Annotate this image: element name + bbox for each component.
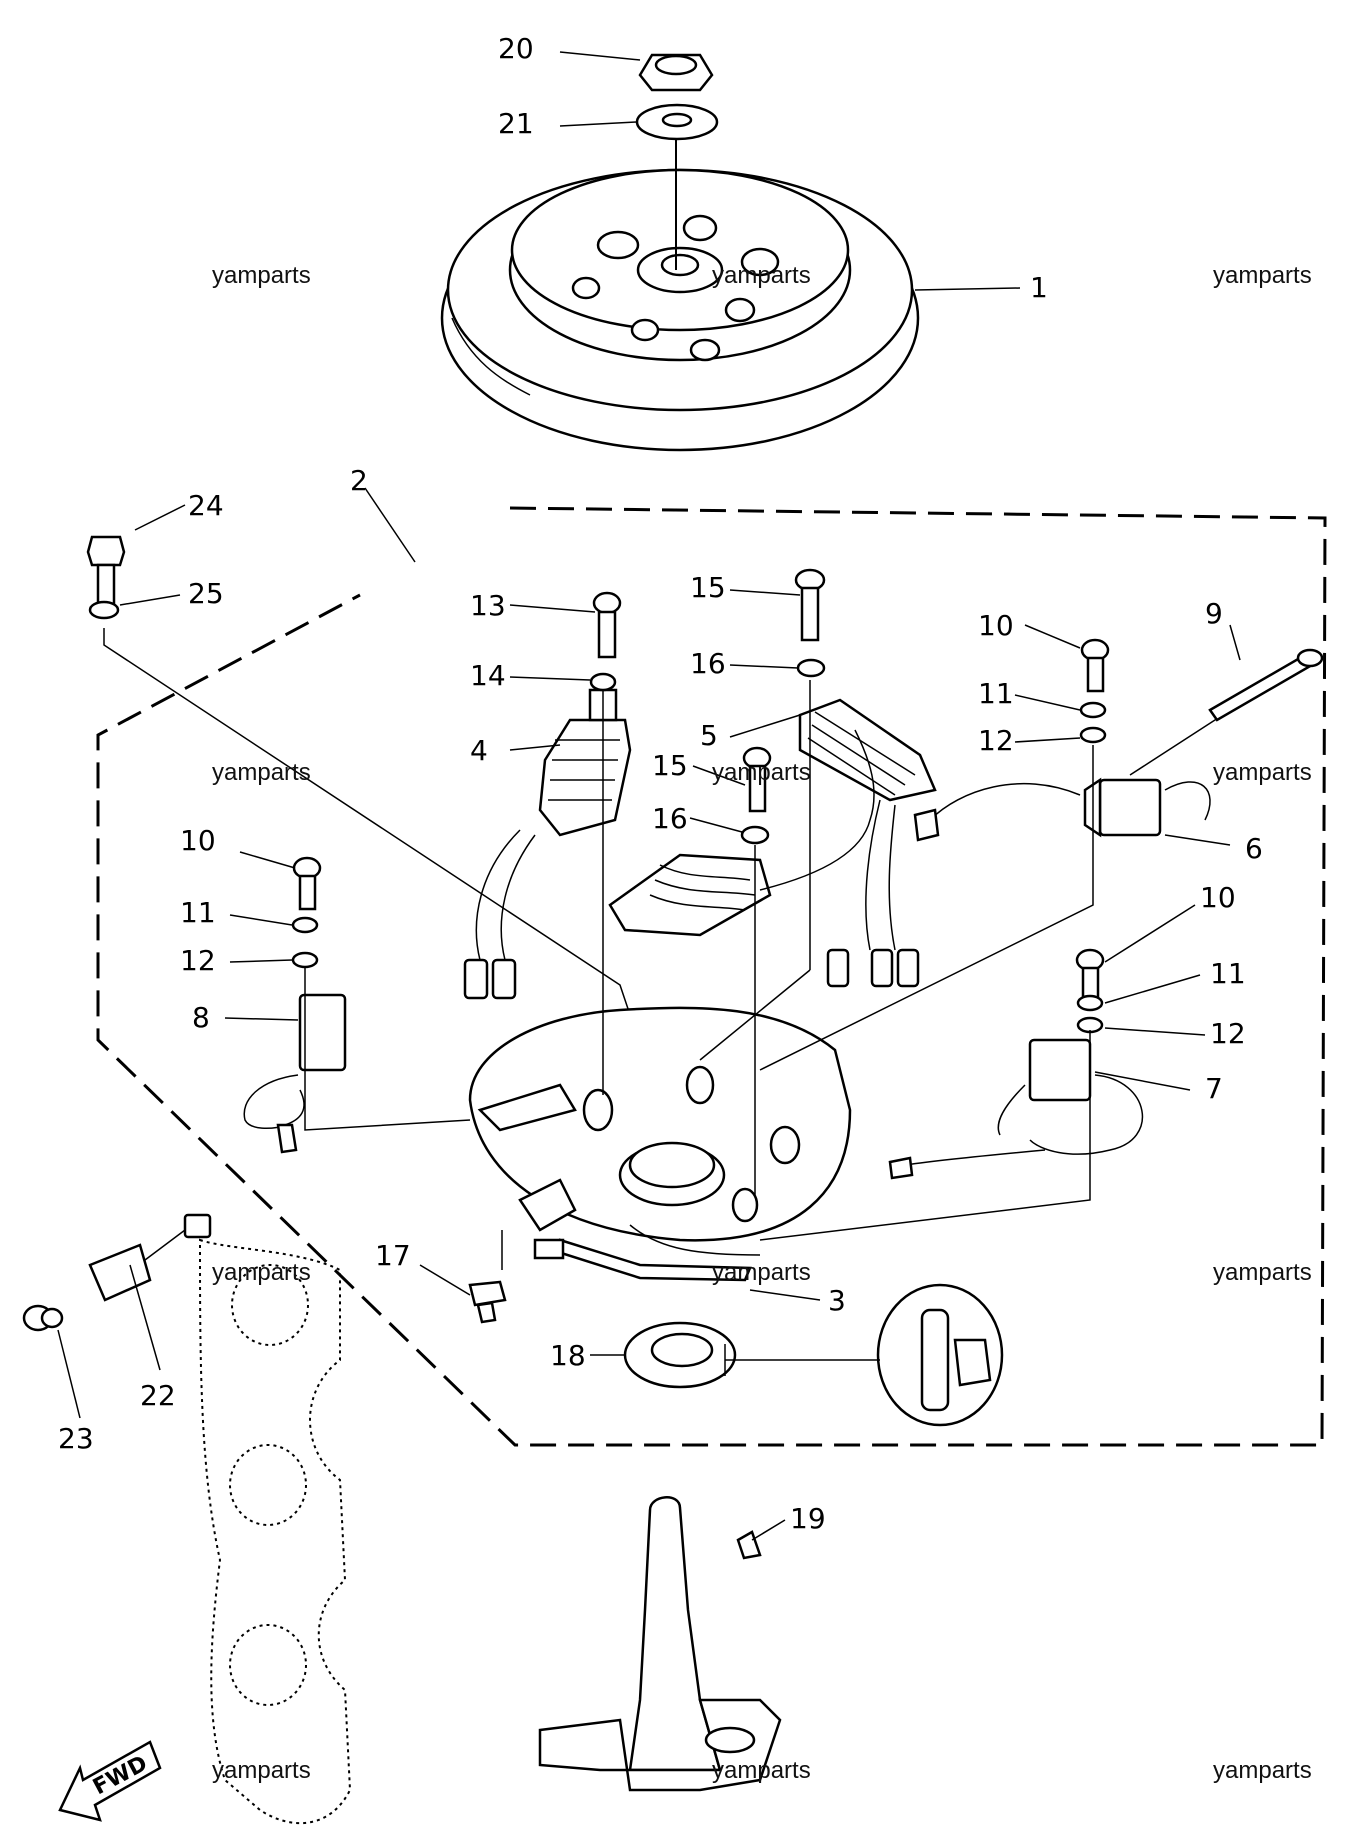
- lighting-coil: [608, 729, 875, 937]
- manifold: [198, 1238, 352, 1824]
- washer-11-right-top: [1079, 701, 1107, 719]
- callout-23: 23: [58, 1422, 94, 1455]
- watermark-6: yamparts: [1213, 759, 1312, 786]
- callout-15-mid: 15: [652, 749, 688, 782]
- watermark-8: yamparts: [712, 1259, 811, 1286]
- charge-coil-4: [463, 688, 632, 1000]
- callout-9: 9: [1205, 597, 1223, 630]
- leader-lines: [57, 51, 1241, 1541]
- callout-12-right-bottom: 12: [1210, 1017, 1246, 1050]
- washer-12-right-bottom: [1076, 1016, 1104, 1034]
- flywheel-nut: [638, 53, 714, 92]
- stator-base-plate: [468, 1006, 852, 1282]
- washer-16-mid: [740, 825, 770, 845]
- crankshaft: [538, 1496, 782, 1792]
- screw-15-top: [794, 568, 826, 642]
- callout-13: 13: [470, 589, 506, 622]
- pulser-coil-5: [798, 698, 937, 988]
- coil-8: [243, 993, 347, 1154]
- oil-seal-18: [623, 1321, 737, 1389]
- watermark-12: yamparts: [1213, 1757, 1312, 1784]
- watermark-5: yamparts: [712, 759, 811, 786]
- callout-5: 5: [700, 719, 718, 752]
- callout-12-right-top: 12: [978, 724, 1014, 757]
- fwd-arrow: FWD: [58, 1740, 162, 1822]
- callout-11-right-bottom: 11: [1210, 957, 1246, 990]
- callout-19: 19: [790, 1502, 826, 1535]
- callout-3: 3: [828, 1284, 846, 1317]
- callout-24: 24: [188, 489, 224, 522]
- callout-16-top: 16: [690, 647, 726, 680]
- detail-circle: [724, 1283, 1004, 1427]
- watermark-10: yamparts: [212, 1757, 311, 1784]
- callout-18: 18: [550, 1339, 586, 1372]
- watermark-11: yamparts: [712, 1757, 811, 1784]
- watermark-7: yamparts: [212, 1259, 311, 1286]
- callout-7: 7: [1205, 1072, 1223, 1105]
- callout-12-left: 12: [180, 944, 216, 977]
- screw-10-left: [292, 856, 322, 911]
- watermark-1: yamparts: [212, 262, 311, 289]
- screw-10-right-top: [1080, 638, 1110, 693]
- callout-14: 14: [470, 659, 506, 692]
- flywheel-washer: [635, 103, 719, 141]
- callout-labels: 20 21 1 2 24 25 13 14 4 15 16 5 15 16 10…: [58, 32, 1263, 1535]
- callout-10-right-top: 10: [978, 609, 1014, 642]
- screw-10-right-bottom: [1075, 948, 1105, 1003]
- clamp-22: [88, 1213, 212, 1302]
- callout-16-mid: 16: [652, 802, 688, 835]
- washer-12-left: [291, 951, 319, 969]
- washer-11-left: [291, 916, 319, 934]
- callout-4: 4: [470, 734, 488, 767]
- callout-1: 1: [1030, 271, 1048, 304]
- high-tension-lead-9: [1208, 648, 1324, 722]
- callout-11-left: 11: [180, 896, 216, 929]
- pin-17: [468, 1280, 507, 1324]
- callout-11-right-top: 11: [978, 677, 1014, 710]
- callout-10-left: 10: [180, 824, 216, 857]
- screw-13: [592, 591, 622, 659]
- screw-23: [22, 1304, 64, 1332]
- ignition-coil-7: [888, 1038, 1144, 1180]
- callout-17: 17: [375, 1239, 411, 1272]
- callout-15-top: 15: [690, 571, 726, 604]
- watermark-9: yamparts: [1213, 1259, 1312, 1286]
- watermark-3: yamparts: [1213, 262, 1312, 289]
- washer-12-right-top: [1079, 726, 1107, 744]
- callout-2: 2: [350, 464, 368, 497]
- washer-14: [589, 672, 617, 692]
- watermark-2: yamparts: [712, 262, 811, 289]
- callout-25: 25: [188, 577, 224, 610]
- washer-25: [88, 600, 120, 620]
- screw-15-mid: [742, 746, 772, 813]
- bolt-24: [86, 535, 126, 609]
- callout-22: 22: [140, 1379, 176, 1412]
- watermark-4: yamparts: [212, 759, 311, 786]
- washer-11-right-bottom: [1076, 994, 1104, 1012]
- callout-21: 21: [498, 107, 534, 140]
- callout-10-right-bottom: 10: [1200, 881, 1236, 914]
- assembly-boundary: [96, 506, 1327, 1447]
- flywheel: [440, 168, 920, 452]
- washer-16-top: [796, 658, 826, 678]
- callout-6: 6: [1245, 832, 1263, 865]
- callout-8: 8: [192, 1001, 210, 1034]
- callout-20: 20: [498, 32, 534, 65]
- watermarks: yamparts yamparts yamparts yamparts yamp…: [212, 262, 1312, 1784]
- ignition-coil-6: [913, 664, 1301, 842]
